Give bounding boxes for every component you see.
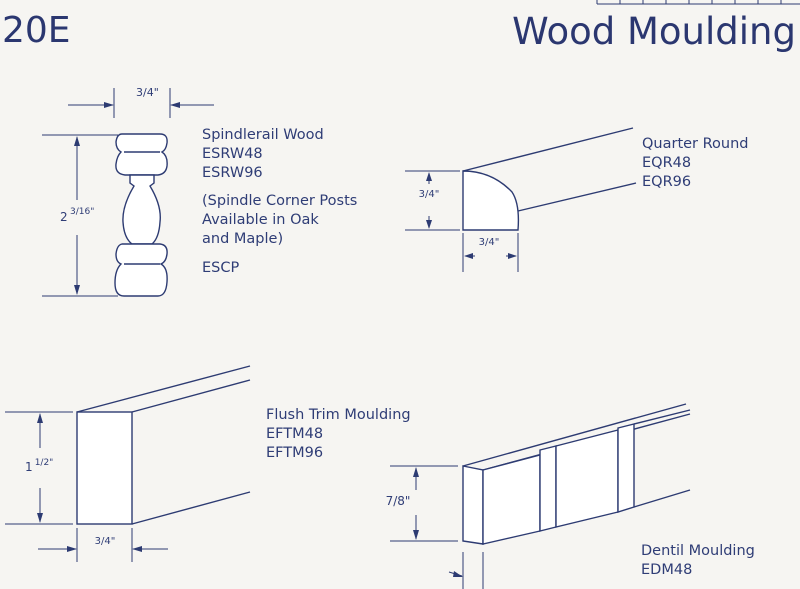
quarter-round-drawing [405,127,637,272]
flush-trim-label: Flush Trim Moulding EFTM48 EFTM96 [266,406,411,463]
flush-trim-drawing [5,365,251,562]
spindlerail-name: Spindlerail Wood [202,127,324,143]
flush-trim-height-whole: 1 [25,460,33,474]
corner-post-code: ESCP [202,260,240,276]
quarter-round-name: Quarter Round [642,136,749,152]
quarter-round-width-dim: 3/4" [478,237,500,248]
quarter-round-height-dim: 3/4" [418,189,440,200]
flush-trim-height-frac: 1/2" [34,458,54,468]
header-boxes [596,0,800,5]
spindle-width-dim: 3/4" [136,86,159,99]
flush-trim-width-dim: 3/4" [94,536,116,547]
quarter-round-code-2: EQR96 [642,174,692,190]
spindlerail-code-2: ESRW96 [202,165,263,181]
flush-trim-code-1: EFTM48 [266,426,324,442]
spindlerail-note-3: and Maple) [202,231,284,247]
spindle-height-frac: 3/16" [70,207,95,217]
dentil-code-1: EDM48 [641,562,693,578]
spindlerail-code-1: ESRW48 [202,146,263,162]
dentil-drawing [390,403,691,589]
spindlerail-note-2: Available in Oak [202,212,319,228]
spindlerail-note-1: (Spindle Corner Posts [202,193,358,209]
flush-trim-name: Flush Trim Moulding [266,407,411,423]
dentil-name: Dentil Moulding [641,543,755,559]
flush-trim-code-2: EFTM96 [266,445,324,461]
dentil-height-dim: 7/8" [385,494,411,508]
spindle-height-whole: 2 [60,210,68,224]
spindlerail-label: Spindlerail Wood ESRW48 ESRW96 (Spindle … [202,126,357,278]
page-title: Wood Moulding [512,10,796,53]
quarter-round-label: Quarter Round EQR48 EQR96 [642,135,749,192]
spindle-drawing [42,88,214,297]
page-number: 20E [2,10,71,51]
dentil-label: Dentil Moulding EDM48 [641,542,755,580]
quarter-round-code-1: EQR48 [642,155,692,171]
